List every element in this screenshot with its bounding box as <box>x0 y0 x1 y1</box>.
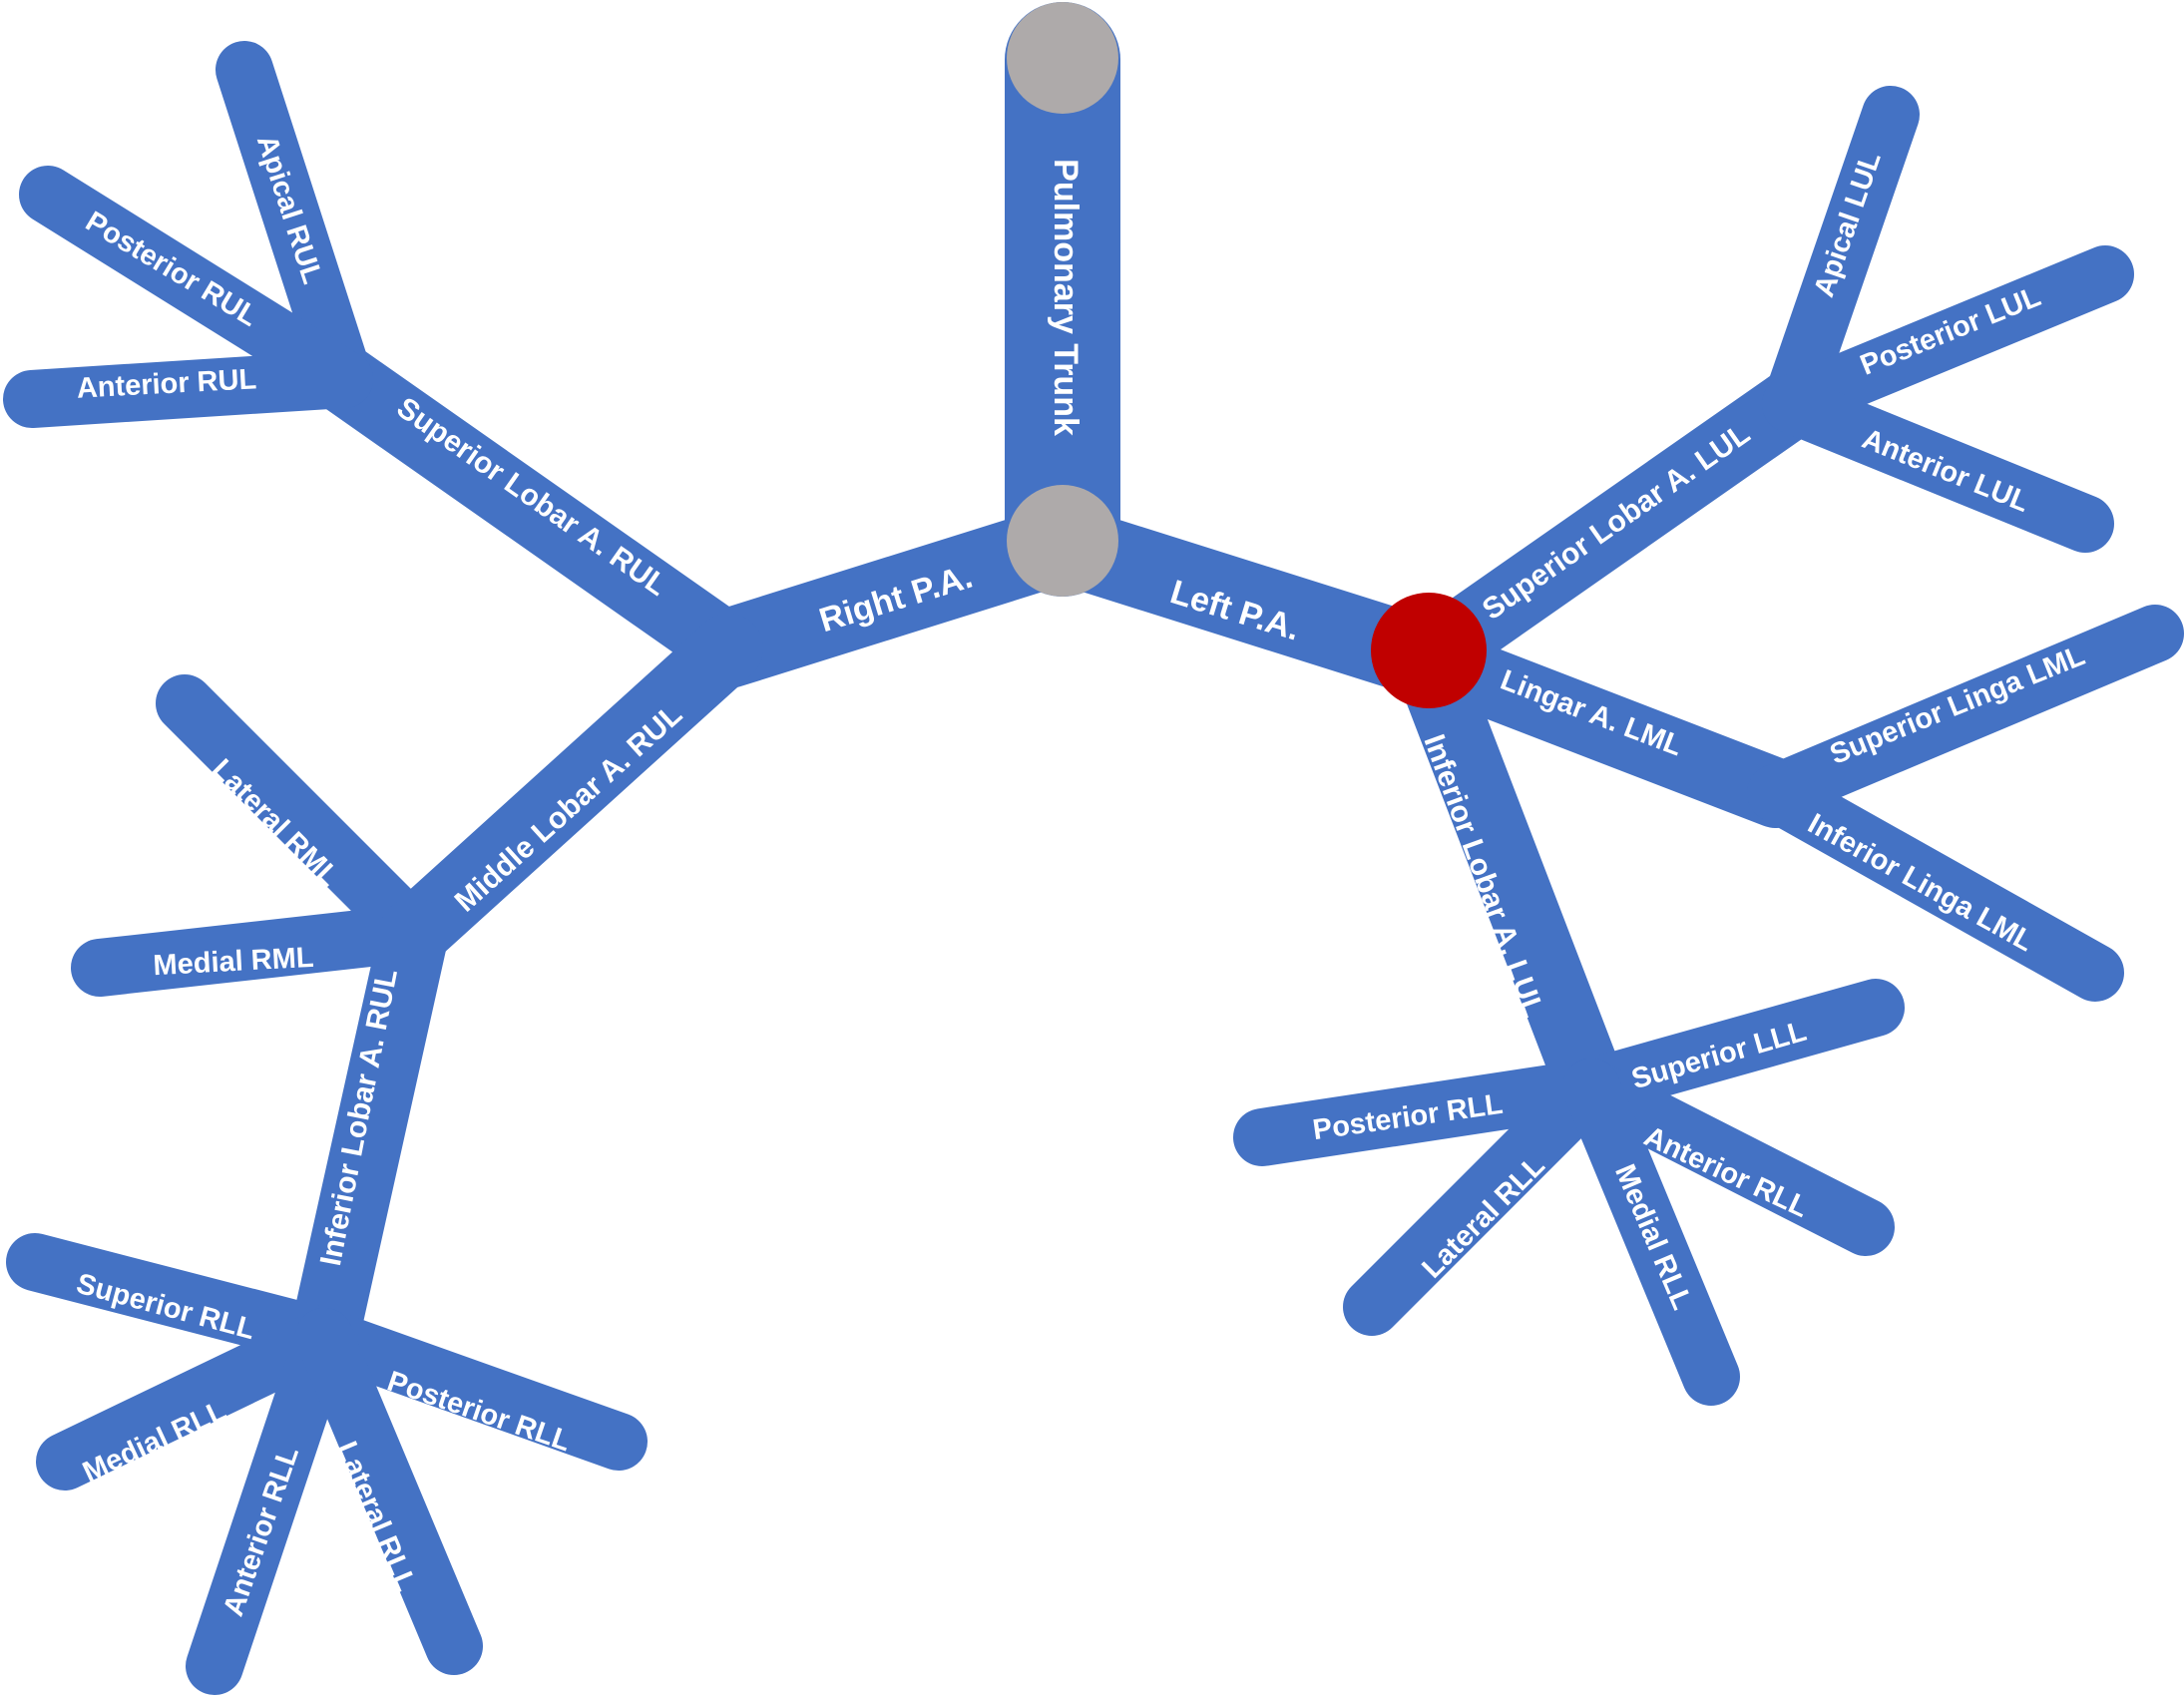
label-superior-lobar-rul: Superior Lobar A. RUL <box>391 391 673 603</box>
branch-anterior-rll-left <box>1562 1059 1895 1256</box>
branch-superior-linga-lml <box>1747 605 2184 822</box>
branch-lingar-lml <box>1392 624 1811 828</box>
branch-lateral-rll-left <box>1343 1059 1620 1336</box>
trunk-top-node <box>1007 2 1118 114</box>
branch-posterior-rll-right <box>295 1308 648 1471</box>
branch-inferior-lobar-rul <box>289 898 449 1372</box>
branch-posterior-rul <box>19 166 373 408</box>
trunk-bifurcation-node <box>1007 485 1118 597</box>
left-bifurcation-highlight-node <box>1371 593 1487 708</box>
branch-right-pa <box>688 504 1102 688</box>
branch-apical-lul <box>1762 86 1920 433</box>
branch-superior-lobar-lul <box>1392 369 1826 693</box>
branch-medial-rll-right <box>36 1308 353 1490</box>
branch-lateral-rll-right <box>295 1308 483 1675</box>
branch-inferior-linga-lml <box>1747 764 2124 1002</box>
label-pulmonary-trunk: Pulmonary Trunk <box>1047 159 1085 436</box>
branch-medial-rll-left <box>1562 1059 1740 1406</box>
branch-inferior-lobar-lul <box>1392 624 1626 1122</box>
label-posterior-rul: Posterior RUL <box>80 206 263 333</box>
branch-superior-lobar-rul <box>309 344 763 683</box>
branch-apical-rul <box>216 41 373 408</box>
nodes <box>1007 2 1487 708</box>
label-inferior-linga-lml: Inferior Linga LML <box>1803 808 2039 959</box>
branch-anterior-rll-right <box>186 1308 353 1695</box>
branch-posterior-lul <box>1762 245 2134 433</box>
branch-superior-rll-right <box>6 1233 353 1366</box>
branch-anterior-rul <box>3 350 373 428</box>
branch-middle-lobar-rul <box>379 614 763 968</box>
branch-left-pa <box>1023 504 1467 698</box>
branch-lateral-rml <box>156 674 443 962</box>
branch-superior-lll <box>1562 979 1905 1116</box>
branch-posterior-rll-left <box>1233 1059 1620 1166</box>
label-middle-lobar-rul: Middle Lobar A. RUL <box>449 697 688 918</box>
branches <box>3 2 2184 1695</box>
branch-anterior-lul <box>1762 375 2114 553</box>
branch-medial-rml <box>71 904 443 997</box>
label-superior-lobar-lul: Superior Lobar A. LUL <box>1477 417 1756 627</box>
